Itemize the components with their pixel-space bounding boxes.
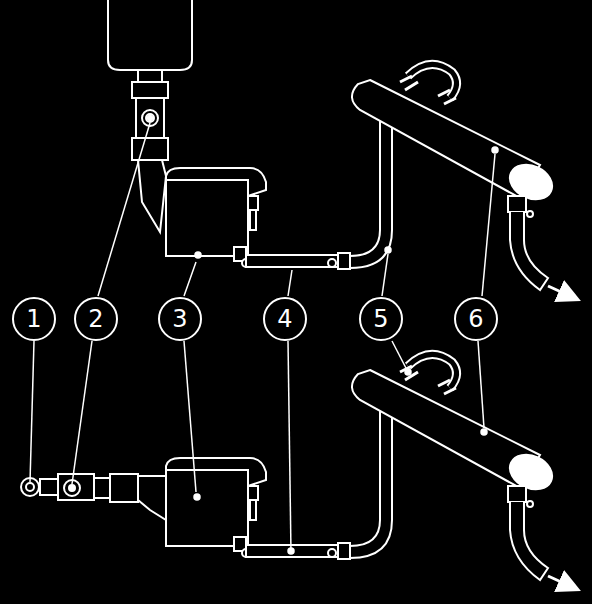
callout-circle: 5 [359, 297, 403, 341]
callout-number: 5 [373, 307, 388, 331]
callout-number: 1 [26, 307, 41, 331]
callout-circle: 6 [454, 297, 498, 341]
callout-circle: 4 [263, 297, 307, 341]
callout-circle: 2 [74, 297, 118, 341]
callout-number: 6 [468, 307, 483, 331]
callout-circle: 1 [12, 297, 56, 341]
callout-number: 4 [277, 307, 292, 331]
callout-number: 3 [172, 307, 187, 331]
callout-number: 2 [88, 307, 103, 331]
callout-circle: 3 [158, 297, 202, 341]
